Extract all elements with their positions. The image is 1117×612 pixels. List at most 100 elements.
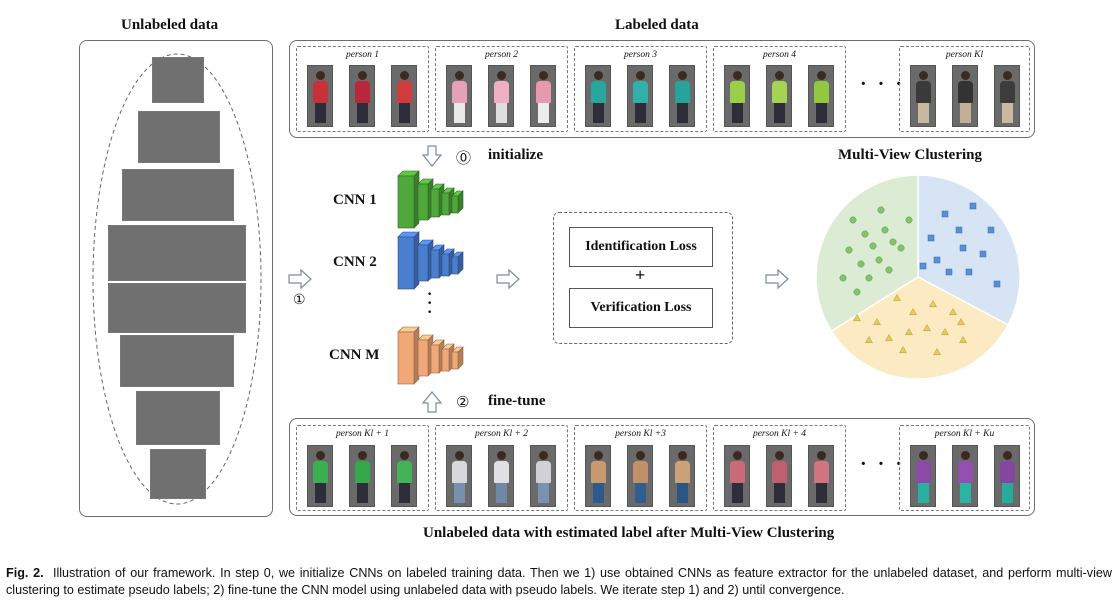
cluster-point-triangle bbox=[865, 335, 873, 344]
cnn-layer bbox=[397, 175, 415, 229]
person-image bbox=[766, 445, 792, 507]
cnn-layer bbox=[441, 192, 450, 216]
cluster-point-triangle bbox=[893, 293, 901, 302]
person-group-label: person 2 bbox=[485, 50, 518, 60]
person-group-label: person 3 bbox=[624, 50, 657, 60]
person-group: person 1 bbox=[296, 46, 429, 132]
cnn-layer bbox=[441, 253, 450, 277]
person-image bbox=[585, 65, 611, 127]
cluster-point-circle bbox=[845, 246, 853, 254]
person-group: person Kl + 4 bbox=[713, 425, 846, 511]
cnn-layer bbox=[417, 244, 429, 282]
cluster-point-square bbox=[987, 226, 995, 234]
person-image bbox=[724, 445, 750, 507]
crowd-image-row bbox=[108, 283, 246, 333]
cnn1-network-icon bbox=[397, 170, 464, 229]
cluster-point-square bbox=[959, 244, 967, 252]
person-image bbox=[307, 445, 333, 507]
cluster-point-square bbox=[969, 202, 977, 210]
person-group-label: person Kl + Ku bbox=[934, 429, 995, 439]
fine-tune-label: fine-tune bbox=[488, 393, 546, 409]
cluster-point-circle bbox=[849, 216, 857, 224]
person-image bbox=[488, 65, 514, 127]
cluster-point-square bbox=[965, 268, 973, 276]
person-group-label: person Kl +3 bbox=[615, 429, 666, 439]
cnn-layer bbox=[397, 331, 415, 385]
cluster-point-triangle bbox=[941, 327, 949, 336]
person-group-label: person Kl + 1 bbox=[335, 429, 390, 439]
person-image bbox=[994, 65, 1020, 127]
labeled-data-panel: person 1 person 2 person 3 person 4 · · … bbox=[289, 40, 1035, 138]
cluster-sector-yellow bbox=[830, 276, 1010, 380]
crowd-image-row bbox=[120, 335, 234, 387]
cnnm-label: CNN M bbox=[329, 347, 380, 363]
person-image bbox=[994, 445, 1020, 507]
figure-caption: Fig. 2. Illustration of our framework. I… bbox=[6, 565, 1112, 599]
pseudo-labeled-panel: person Kl + 1 person Kl + 2 person Kl +3… bbox=[289, 418, 1035, 516]
crowd-image-row bbox=[136, 391, 220, 445]
clustering-heading: Multi-View Clustering bbox=[838, 147, 983, 163]
person-image bbox=[488, 445, 514, 507]
person-group-label: person 4 bbox=[763, 50, 796, 60]
crowd-image-row bbox=[152, 57, 204, 103]
crowd-image-row bbox=[108, 225, 246, 281]
cluster-point-circle bbox=[869, 242, 877, 250]
person-image bbox=[669, 65, 695, 127]
cluster-point-triangle bbox=[909, 307, 917, 316]
caption-text: Illustration of our framework. In step 0… bbox=[6, 566, 1112, 597]
caption-label: Fig. 2. bbox=[6, 566, 44, 580]
person-image bbox=[530, 65, 556, 127]
person-image bbox=[766, 65, 792, 127]
verification-loss-box: Verification Loss bbox=[569, 288, 713, 328]
labeled-data-heading: Labeled data bbox=[615, 17, 699, 33]
cluster-point-triangle bbox=[899, 345, 907, 354]
person-group: person 2 bbox=[435, 46, 568, 132]
cluster-point-triangle bbox=[949, 307, 957, 316]
person-group-label: person Kl + 2 bbox=[474, 429, 529, 439]
cluster-point-circle bbox=[865, 274, 873, 282]
person-image bbox=[808, 445, 834, 507]
plus-sign: + bbox=[635, 265, 646, 285]
person-image bbox=[530, 445, 556, 507]
person-group-label: person Kl + 4 bbox=[752, 429, 807, 439]
cluster-point-square bbox=[993, 280, 1001, 288]
cnn2-network-icon bbox=[397, 231, 464, 290]
cluster-point-circle bbox=[885, 266, 893, 274]
clustering-pie-chart bbox=[815, 174, 1021, 380]
cluster-point-triangle bbox=[885, 333, 893, 342]
cluster-point-triangle bbox=[957, 317, 965, 326]
person-image bbox=[627, 65, 653, 127]
person-group-label: person Kl bbox=[945, 50, 984, 60]
person-image bbox=[391, 65, 417, 127]
person-image bbox=[307, 65, 333, 127]
person-image bbox=[585, 445, 611, 507]
cnn-layer bbox=[430, 188, 440, 218]
person-image bbox=[952, 445, 978, 507]
person-image bbox=[910, 65, 936, 127]
cluster-point-triangle bbox=[873, 317, 881, 326]
cluster-point-square bbox=[941, 210, 949, 218]
unlabeled-ellipse bbox=[92, 53, 262, 505]
arrow-right-icon bbox=[765, 268, 789, 290]
cnn-layer bbox=[397, 236, 415, 290]
person-image bbox=[724, 65, 750, 127]
person-image bbox=[808, 65, 834, 127]
unlabeled-data-panel bbox=[79, 40, 273, 517]
person-image bbox=[391, 445, 417, 507]
crowd-image-row bbox=[122, 169, 234, 221]
cluster-point-square bbox=[933, 256, 941, 264]
step0-marker: ⓪ bbox=[456, 151, 472, 167]
bottom-heading: Unlabeled data with estimated label afte… bbox=[423, 525, 835, 541]
person-image bbox=[349, 445, 375, 507]
cluster-point-square bbox=[955, 226, 963, 234]
cluster-sector-green bbox=[815, 174, 919, 333]
identification-loss-box: Identification Loss bbox=[569, 227, 713, 267]
loss-container bbox=[553, 212, 733, 344]
arrow-down-icon bbox=[421, 145, 443, 167]
step2-marker: ② bbox=[456, 395, 470, 411]
arrow-right-icon bbox=[288, 268, 312, 290]
crowd-image-row bbox=[150, 449, 206, 499]
cnn-layer bbox=[430, 344, 440, 374]
cluster-point-circle bbox=[857, 260, 865, 268]
cluster-point-square bbox=[927, 234, 935, 242]
